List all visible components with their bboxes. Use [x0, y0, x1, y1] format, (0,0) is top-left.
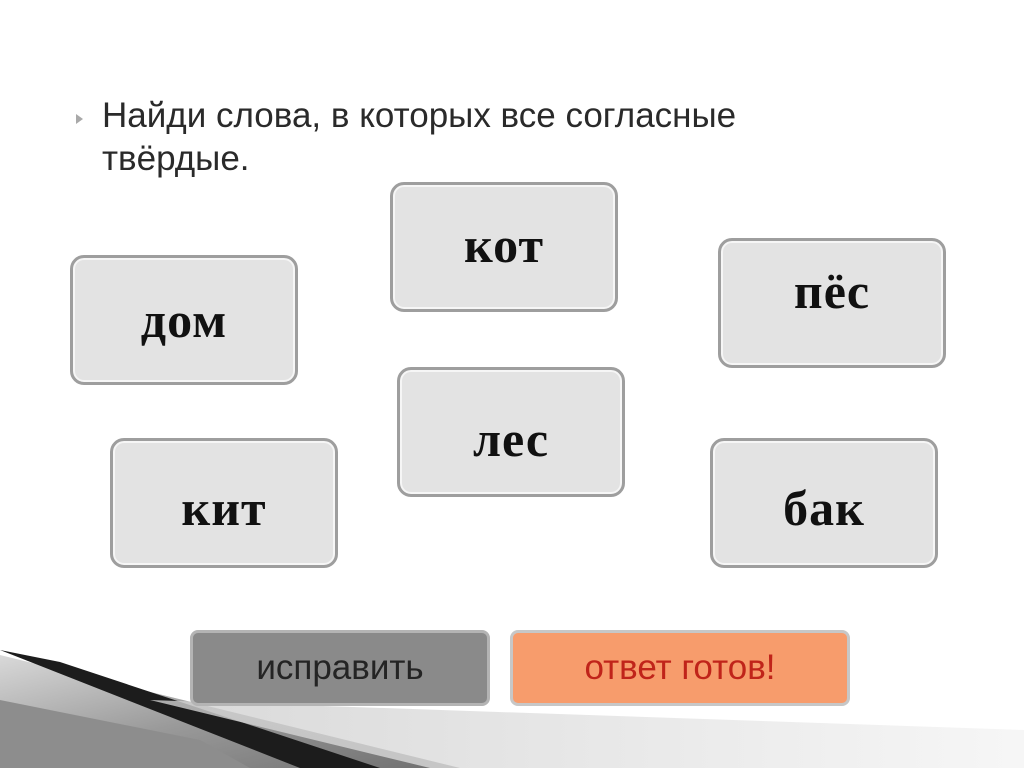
word-label: бак [783, 480, 865, 536]
word-label: кот [463, 217, 545, 273]
answer-ready-button[interactable]: ответ готов! [510, 630, 850, 706]
word-card-kot[interactable]: кот [390, 182, 618, 312]
word-card-kit[interactable]: кит [110, 438, 338, 568]
word-card-les[interactable]: лес [397, 367, 625, 497]
word-card-bak[interactable]: бак [710, 438, 938, 568]
task-instruction: Найди слова, в которых все согласные твё… [102, 96, 737, 178]
bullet-arrow-icon [76, 114, 83, 124]
word-label: лес [472, 411, 550, 467]
word-card-pes[interactable]: пёс [718, 238, 946, 368]
word-label: кит [181, 480, 267, 536]
fix-button[interactable]: исправить [190, 630, 490, 706]
word-label: дом [140, 292, 228, 348]
word-label: пёс [793, 263, 871, 319]
word-card-dom[interactable]: дом [70, 255, 298, 385]
